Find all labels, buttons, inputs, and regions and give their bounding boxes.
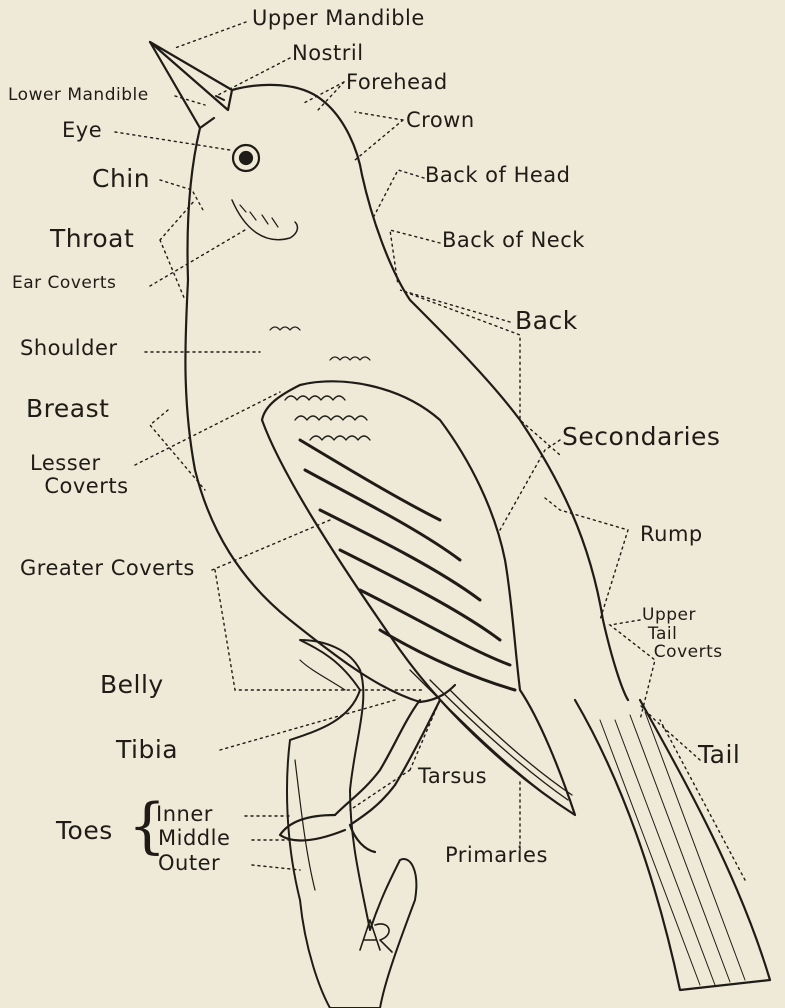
lower-mandible-shape xyxy=(150,42,214,128)
tibia-outline xyxy=(335,700,420,815)
label-belly: Belly xyxy=(100,672,164,697)
label-toe-inner: Inner xyxy=(156,804,213,825)
label-lesser-coverts: Lesser Coverts xyxy=(30,452,129,498)
label-primaries: Primaries xyxy=(445,845,548,866)
label-nostril: Nostril xyxy=(292,43,364,64)
bird-front-outline xyxy=(185,128,420,702)
label-rump: Rump xyxy=(640,524,703,545)
label-lower-mandible: Lower Mandible xyxy=(8,87,149,104)
upper-mandible-shape xyxy=(150,42,232,110)
label-tibia: Tibia xyxy=(116,737,178,762)
label-secondaries: Secondaries xyxy=(562,424,720,449)
tail-outline xyxy=(575,700,770,990)
label-toe-outer: Outer xyxy=(158,853,220,874)
label-back-of-head: Back of Head xyxy=(425,165,570,186)
label-eye: Eye xyxy=(62,120,102,141)
label-greater-coverts: Greater Coverts xyxy=(20,558,195,579)
label-shoulder: Shoulder xyxy=(20,338,118,359)
label-tarsus: Tarsus xyxy=(418,766,487,787)
label-breast: Breast xyxy=(26,396,109,421)
label-ear-coverts: Ear Coverts xyxy=(12,275,116,292)
label-chin: Chin xyxy=(92,166,150,191)
label-toes: Toes xyxy=(56,818,113,843)
label-back-of-neck: Back of Neck xyxy=(442,230,585,251)
branch xyxy=(287,640,416,1008)
label-upper-mandible: Upper Mandible xyxy=(252,8,425,29)
label-tail: Tail xyxy=(698,742,740,767)
label-toe-middle: Middle xyxy=(158,828,230,849)
label-forehead: Forehead xyxy=(346,72,448,93)
label-upper-tail-coverts: Upper Tail Coverts xyxy=(642,606,723,662)
label-back: Back xyxy=(515,308,578,333)
label-crown: Crown xyxy=(406,110,475,131)
label-throat: Throat xyxy=(50,226,134,251)
